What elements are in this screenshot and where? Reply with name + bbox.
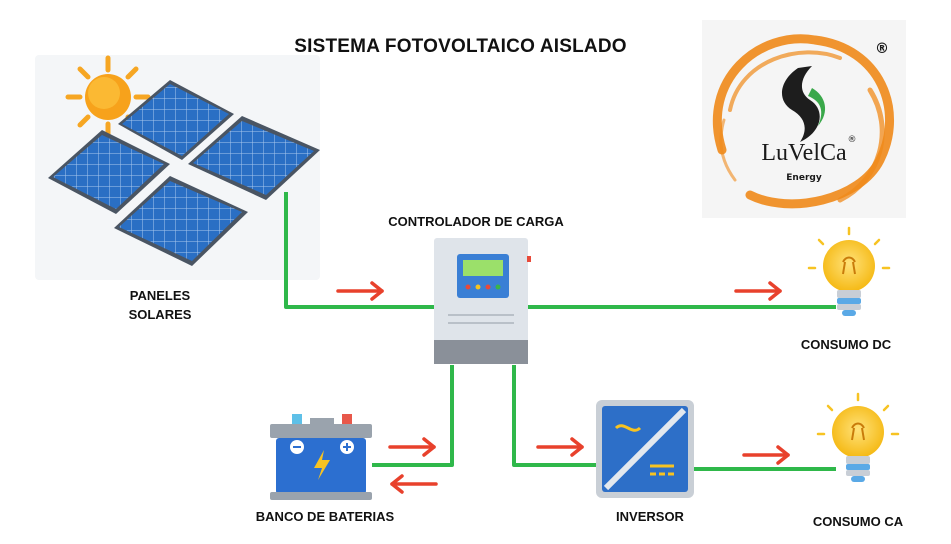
wire-controller-battery — [372, 365, 454, 467]
flame-icon — [781, 66, 826, 142]
arrow-right-icon — [742, 445, 790, 465]
wire-panels-controller — [284, 192, 435, 309]
solar-panels-icon — [48, 80, 320, 266]
panels-label-line1: PANELES — [129, 288, 191, 303]
inverter-icon — [596, 400, 694, 498]
panels-label-line2: SOLARES — [128, 307, 192, 322]
solar-panel — [188, 116, 320, 200]
lightbulb-dc-icon — [807, 226, 891, 316]
arrow-right-icon — [336, 281, 384, 301]
sun-icon — [65, 55, 151, 139]
arrow-left-icon — [390, 474, 438, 494]
solar-panel — [48, 130, 170, 214]
flow-arrows — [336, 281, 790, 494]
solar-panel — [114, 176, 248, 266]
ac-load-label: CONSUMO CA — [812, 514, 904, 529]
solar-panel — [118, 80, 234, 160]
wiring — [284, 192, 836, 471]
arrow-right-icon — [734, 281, 782, 301]
inverter-label: INVERSOR — [616, 509, 684, 524]
wire-controller-inverter — [512, 365, 598, 467]
logo-sub-text: Energy — [786, 173, 822, 183]
controller-label: CONTROLADOR DE CARGA — [388, 214, 564, 229]
battery-label: BANCO DE BATERIAS — [255, 509, 395, 524]
dc-load-label: CONSUMO DC — [800, 337, 892, 352]
lightbulb-ac-icon — [816, 392, 900, 482]
brand-logo — [702, 20, 906, 218]
charge-controller-icon — [434, 238, 531, 364]
logo-registered-small: ® — [848, 135, 857, 145]
arrow-right-icon — [536, 437, 584, 457]
registered-mark: ® — [875, 41, 889, 57]
panels-label: PANELES SOLARES — [110, 286, 210, 324]
battery-icon — [270, 414, 372, 500]
logo-brand-text: LuVelCa — [761, 140, 847, 166]
arrow-right-icon — [388, 437, 436, 457]
diagram-title: SISTEMA FOTOVOLTAICO AISLADO — [294, 36, 627, 57]
